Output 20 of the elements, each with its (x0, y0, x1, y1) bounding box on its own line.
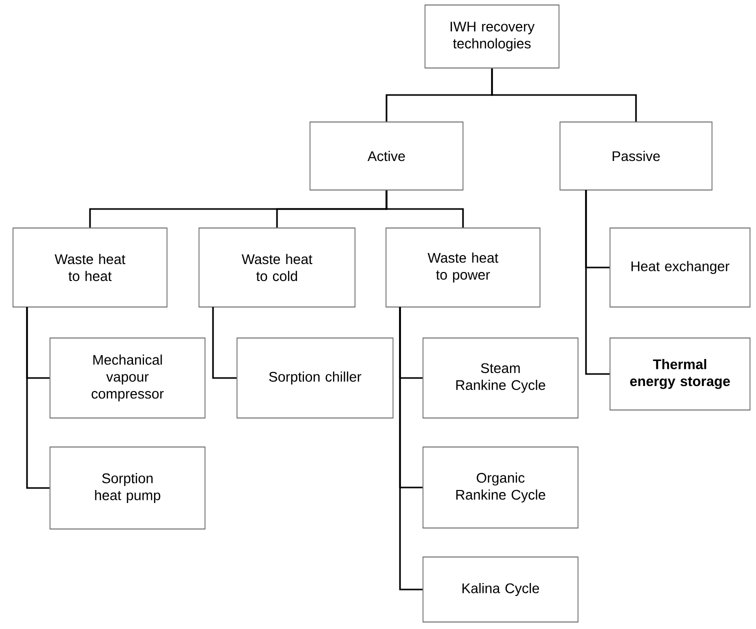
connector (386, 190, 464, 228)
process-box: Active (310, 122, 464, 190)
process-box: Waste heat to heat (12, 228, 168, 308)
process-box: Waste heat to power (386, 228, 540, 308)
connector (491, 68, 637, 122)
process-box: Kalina Cycle (422, 556, 578, 622)
process-box: Heat exchanger (610, 228, 750, 308)
connector (26, 307, 50, 489)
process-box: IWH recovery technologies (424, 4, 560, 68)
process-box: Sorption chiller (236, 338, 394, 418)
process-box: Passive (560, 122, 712, 190)
process-box: Sorption heat pump (50, 446, 206, 530)
process-box: Thermal energy storage (610, 338, 750, 410)
connector (212, 307, 237, 379)
process-box: Steam Rankine Cycle (422, 338, 578, 418)
connector (585, 190, 610, 375)
process-box: Mechanical vapour compressor (50, 338, 206, 418)
connector (399, 307, 423, 590)
process-box: Waste heat to cold (198, 228, 356, 308)
process-box: Organic Rankine Cycle (422, 446, 578, 528)
